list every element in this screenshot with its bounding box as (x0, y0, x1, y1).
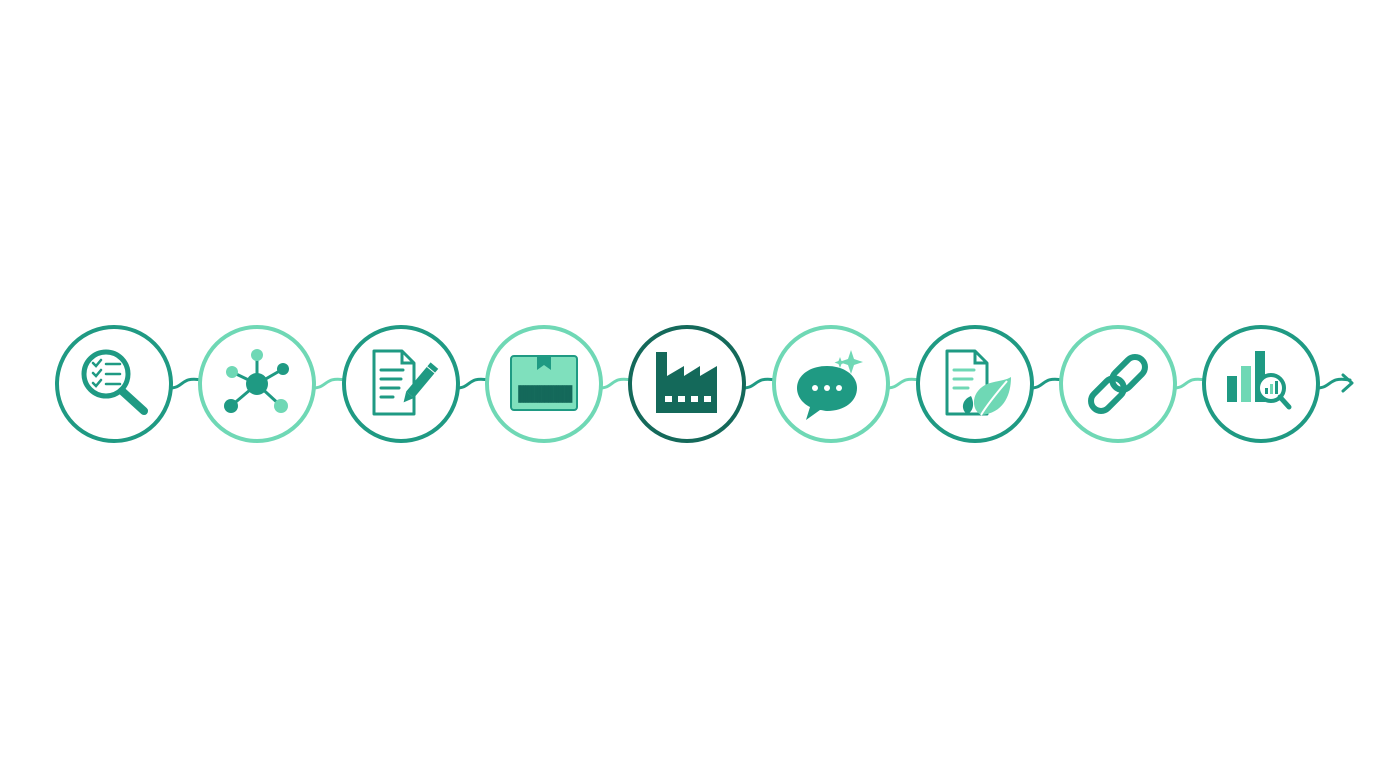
step-eco-document (916, 325, 1034, 443)
connector-curve (740, 377, 778, 390)
connector-curve (310, 377, 348, 390)
step-document-edit (342, 325, 460, 443)
step-barcode-package (485, 325, 603, 443)
step-analytics-search (1202, 325, 1320, 443)
chain-link-icon (1088, 354, 1148, 414)
chat-sparkle-icon (797, 350, 863, 420)
step-search-checklist (55, 325, 173, 443)
connector-curve (597, 377, 634, 390)
barcode-package-icon (510, 355, 578, 411)
factory-icon (656, 352, 717, 413)
connector-curve (1171, 377, 1208, 390)
network-nodes-icon (224, 349, 289, 413)
connector-curve (454, 377, 491, 390)
connector-curve (884, 377, 922, 390)
step-chain-link (1059, 325, 1177, 443)
eco-document-icon (945, 349, 1011, 416)
analytics-search-icon (1227, 351, 1292, 410)
search-checklist-icon (81, 349, 148, 415)
connector-curve (167, 377, 204, 390)
connector-curve (1028, 377, 1065, 390)
arrow-right-icon (1341, 373, 1354, 393)
step-chat-sparkle (772, 325, 890, 443)
document-edit-icon (372, 349, 439, 416)
step-network (198, 325, 316, 443)
connector-curve (1314, 377, 1352, 390)
step-factory (628, 325, 746, 443)
